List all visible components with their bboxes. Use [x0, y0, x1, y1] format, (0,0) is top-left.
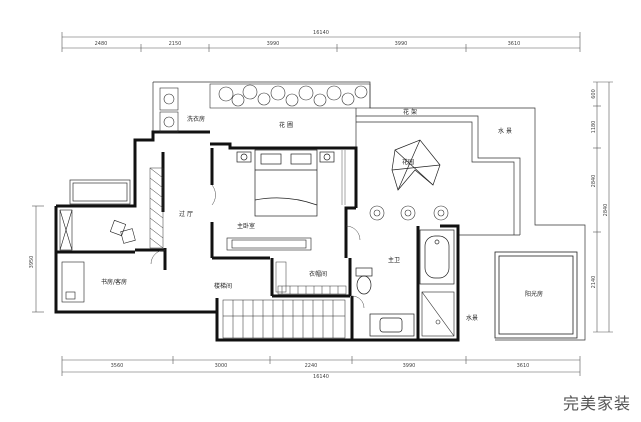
bottom-dimension-2: 3000 [215, 363, 228, 369]
top-dimension-4: 3990 [395, 41, 408, 47]
right-dimension-lines [593, 81, 613, 333]
cloakroom-label: 衣帽间 [309, 270, 327, 278]
main-walls [54, 130, 460, 342]
stairwell-label: 楼梯间 [214, 282, 232, 290]
water-feature-top-label: 水 景 [498, 127, 512, 135]
shower [421, 291, 455, 337]
top-total-dimension: 16140 [313, 30, 329, 36]
tv-cabinet [226, 237, 312, 251]
laundry-fixtures [159, 87, 179, 133]
right-dimension-2: 1180 [591, 121, 597, 134]
right-dimension-1: 600 [591, 89, 597, 99]
right-dimension-4: 2840 [603, 204, 609, 217]
top-dimension-2: 2150 [169, 41, 182, 47]
vanity-sink [369, 313, 415, 337]
master-bed [236, 149, 335, 217]
corridor-wardrobe [149, 167, 164, 249]
watermark: 完美家装 [562, 394, 631, 413]
garden-planters [369, 205, 449, 221]
flower-bed-plants [209, 83, 371, 109]
bottom-dimension-3: 2240 [305, 363, 318, 369]
master-bedroom-label: 主卧室 [237, 222, 255, 230]
corridor-label: 过 厅 [179, 210, 193, 218]
master-bath-label: 主卫 [388, 256, 400, 264]
bottom-dimension-4: 3990 [403, 363, 416, 369]
right-dimension-5: 2140 [591, 276, 597, 289]
bathtub [419, 229, 455, 285]
staircase [222, 299, 346, 339]
bedroom-window [341, 150, 346, 205]
left-dimension-lines [32, 205, 44, 313]
left-dimension-1: 3950 [29, 256, 35, 269]
garden-umbrella [391, 139, 441, 191]
top-dimension-3: 3990 [267, 41, 280, 47]
bottom-dimension-1: 3560 [111, 363, 124, 369]
flowerbed-right-label: 花 架 [403, 108, 417, 116]
right-dimension-3: 2840 [591, 175, 597, 188]
laundry-label: 洗衣房 [187, 115, 205, 123]
cloakroom-rails [275, 261, 347, 295]
study-guest-label: 书房/客房 [101, 278, 127, 286]
bottom-dimension-5: 3610 [517, 363, 530, 369]
door-swings [150, 184, 365, 309]
water-feature-bottom-label: 水景 [466, 314, 478, 322]
top-dimension-1: 2480 [95, 41, 108, 47]
west-balcony [69, 179, 131, 205]
top-dimension-lines [61, 32, 581, 52]
top-dimension-5: 3610 [508, 41, 521, 47]
study-furniture [59, 209, 136, 303]
sunroom-label: 阳光房 [525, 290, 543, 298]
bottom-dimension-lines [61, 356, 581, 376]
flowerbed-top-label: 花 圃 [279, 121, 293, 129]
bottom-total-dimension: 16140 [313, 374, 329, 380]
toilet [355, 267, 373, 295]
sunroom-frame [494, 251, 578, 339]
garden-label: 花园 [402, 158, 414, 166]
